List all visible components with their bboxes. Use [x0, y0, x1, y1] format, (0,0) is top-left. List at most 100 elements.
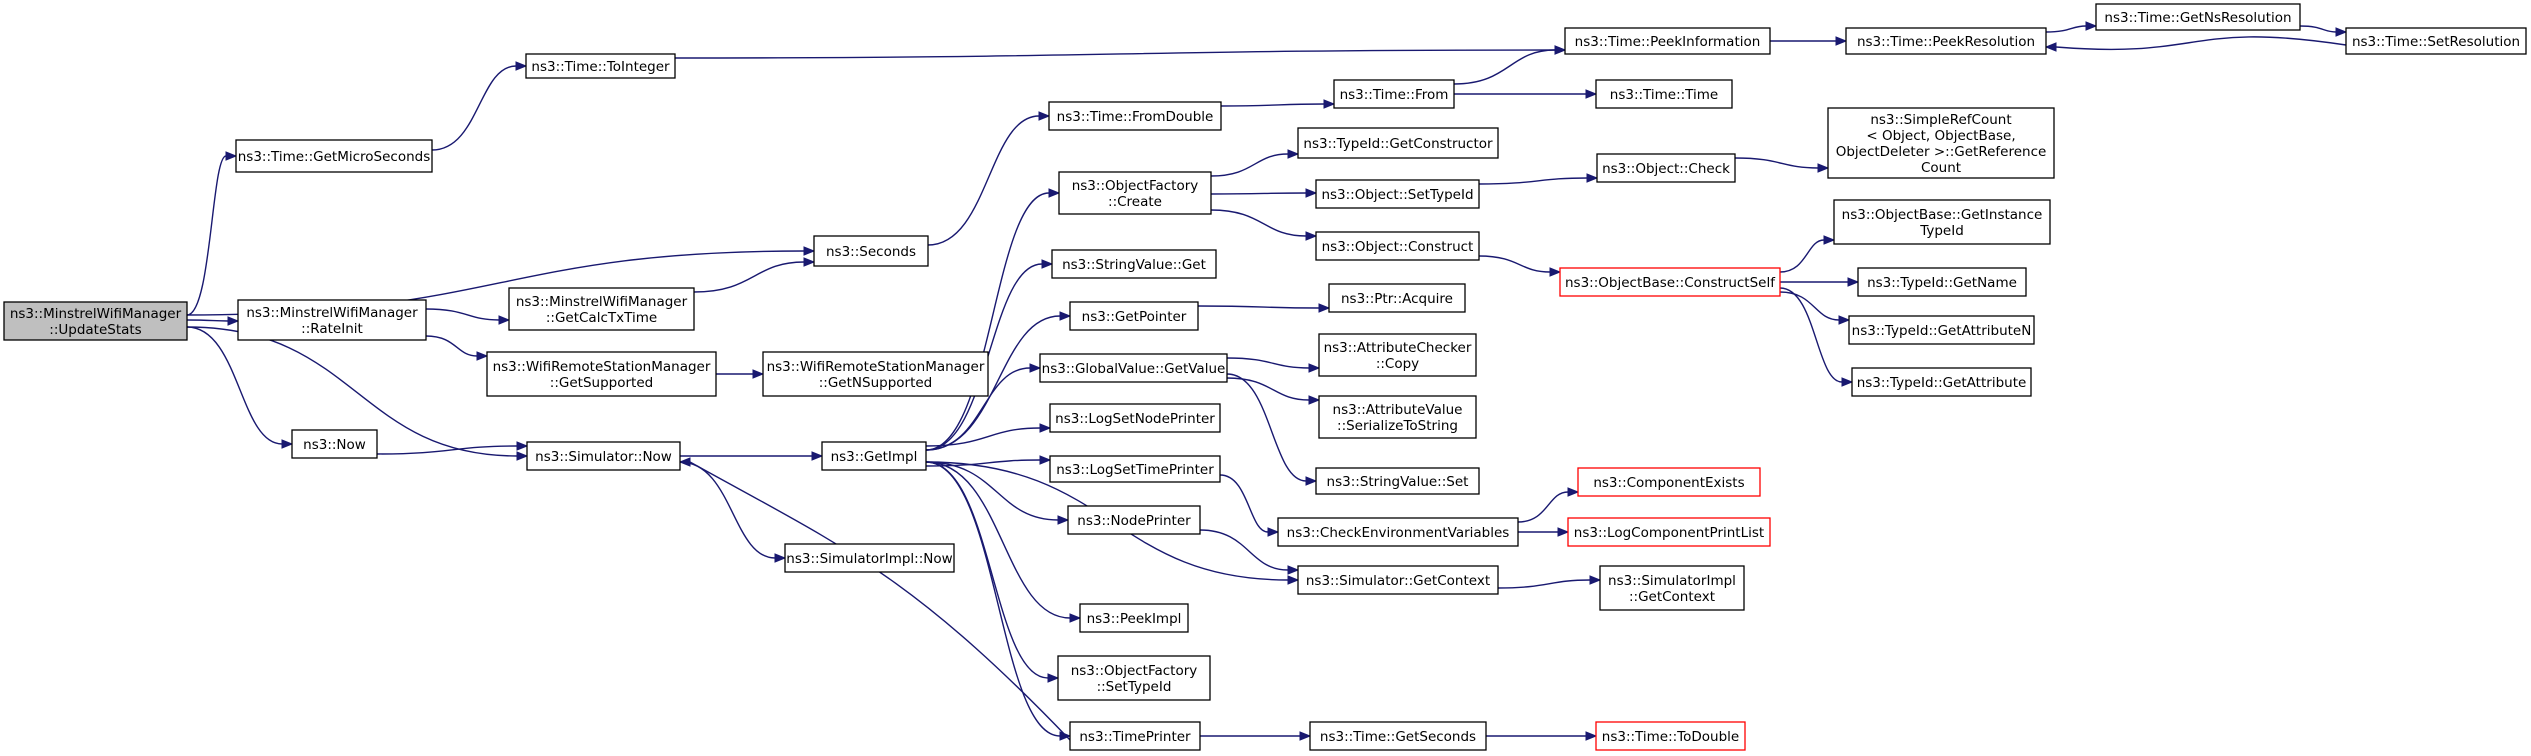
graph-node-stringget[interactable]: ns3::StringValue::Get — [1051, 249, 1217, 279]
node-label: ns3::ComponentExists — [1593, 475, 1744, 491]
graph-node-getconstructor[interactable]: ns3::TypeId::GetConstructor — [1297, 127, 1499, 159]
edge-arrowhead — [774, 553, 787, 563]
edge-getimpl-to-logtimeprinter — [925, 455, 1052, 467]
edge-line — [1779, 239, 1825, 273]
graph-node-logtimeprinter[interactable]: ns3::LogSetTimePrinter — [1049, 455, 1221, 483]
edge-arrowhead — [516, 441, 529, 451]
node-label: ns3::Time::GetSeconds — [1320, 729, 1476, 745]
graph-node-objconstruct[interactable]: ns3::Object::Construct — [1315, 231, 1480, 261]
node-label: Count — [1921, 160, 1961, 176]
edge-line — [1478, 255, 1551, 273]
graph-node-objsettypeid[interactable]: ns3::Object::SetTypeId — [1315, 179, 1480, 209]
graph-node-getcalc[interactable]: ns3::MinstrelWifiManager::GetCalcTxTime — [508, 287, 695, 331]
node-box — [1851, 367, 2032, 397]
node-box — [3, 301, 188, 341]
graph-node-ptracquire[interactable]: ns3::Ptr::Acquire — [1328, 283, 1466, 313]
graph-node-seconds[interactable]: ns3::Seconds — [813, 235, 929, 267]
graph-node-getattribute[interactable]: ns3::TypeId::GetAttribute — [1851, 367, 2032, 397]
node-label: ::GetSupported — [550, 375, 653, 391]
graph-node-nodeprinter[interactable]: ns3::NodePrinter — [1067, 505, 1201, 535]
graph-node-simplerefcount[interactable]: ns3::SimpleRefCount< Object, ObjectBase,… — [1827, 107, 2055, 179]
graph-node-fromdouble[interactable]: ns3::Time::FromDouble — [1048, 101, 1222, 131]
node-box — [1049, 403, 1221, 433]
graph-node-getimpl[interactable]: ns3::GetImpl — [821, 441, 927, 471]
edge-line — [1779, 291, 1840, 321]
edge-arrowhead — [1048, 188, 1061, 198]
graph-node-componentexists[interactable]: ns3::ComponentExists — [1577, 467, 1761, 497]
edge-line — [1497, 579, 1591, 589]
edge-arrowhead — [1069, 613, 1082, 623]
node-label: ns3::StringValue::Set — [1327, 474, 1469, 490]
node-box — [1318, 333, 1477, 377]
graph-node-getname[interactable]: ns3::TypeId::GetName — [1857, 267, 2027, 297]
edge-seconds-to-fromdouble — [927, 111, 1051, 246]
graph-node-constructself[interactable]: ns3::ObjectBase::ConstructSelf — [1559, 267, 1781, 297]
graph-node-checkenv[interactable]: ns3::CheckEnvironmentVariables — [1277, 517, 1519, 547]
edge-getnsres-to-setres — [2299, 25, 2348, 37]
graph-node-rateinit[interactable]: ns3::MinstrelWifiManager::RateInit — [237, 299, 427, 341]
graph-node-ofcreate[interactable]: ns3::ObjectFactory::Create — [1058, 171, 1212, 215]
edge-ofcreate-to-getconstructor — [1210, 149, 1300, 177]
node-box — [1833, 199, 2051, 245]
node-label: ns3::AttributeValue — [1333, 402, 1463, 418]
graph-node-objcheck[interactable]: ns3::Object::Check — [1596, 153, 1736, 183]
edge-line — [1734, 157, 1819, 169]
graph-node-timetime[interactable]: ns3::Time::Time — [1595, 79, 1733, 109]
node-box — [1845, 27, 2047, 55]
graph-node-timeprinter[interactable]: ns3::TimePrinter — [1069, 721, 1201, 751]
edge-peekinfo-to-peekres — [1770, 36, 1848, 46]
graph-node-ofsettypeid[interactable]: ns3::ObjectFactory::SetTypeId — [1057, 655, 1211, 701]
graph-node-lognodeprinter[interactable]: ns3::LogSetNodePrinter — [1049, 403, 1221, 433]
edge-line — [679, 461, 776, 559]
edge-line — [925, 192, 1050, 451]
edge-checkenv-to-componentexists — [1517, 487, 1580, 523]
graph-node-peekimpl[interactable]: ns3::PeekImpl — [1079, 603, 1189, 633]
graph-node-getpointer[interactable]: ns3::GetPointer — [1069, 301, 1199, 331]
graph-node-timefrom[interactable]: ns3::Time::From — [1333, 79, 1455, 109]
edge-arrowhead — [1835, 36, 1848, 46]
graph-node-simimplnow[interactable]: ns3::SimulatorImpl::Now — [784, 543, 955, 573]
node-box — [1599, 565, 1745, 611]
node-label: ns3::StringValue::Get — [1062, 257, 1206, 273]
node-label: ns3::WifiRemoteStationManager — [493, 359, 711, 375]
graph-node-todouble[interactable]: ns3::Time::ToDouble — [1595, 721, 1746, 751]
node-box — [291, 429, 378, 459]
node-label: ns3::WifiRemoteStationManager — [767, 359, 985, 375]
graph-node-simimplgetcontext[interactable]: ns3::SimulatorImpl::GetContext — [1599, 565, 1745, 611]
edge-arrowhead — [1039, 455, 1052, 465]
edge-line — [1226, 373, 1307, 482]
edge-line — [1226, 357, 1310, 369]
graph-node-tointeger[interactable]: ns3::Time::ToInteger — [525, 53, 676, 79]
graph-node-peekinfo[interactable]: ns3::Time::PeekInformation — [1564, 27, 1771, 55]
node-label: ns3::Time::FromDouble — [1057, 109, 1214, 125]
edge-line — [1210, 192, 1307, 195]
node-label: ::GetNSupported — [819, 375, 933, 391]
graph-node-getsupported[interactable]: ns3::WifiRemoteStationManager::GetSuppor… — [486, 351, 717, 397]
graph-node-getnsupported[interactable]: ns3::WifiRemoteStationManager::GetNSuppo… — [762, 351, 989, 397]
graph-node-getnsres[interactable]: ns3::Time::GetNsResolution — [2095, 3, 2301, 31]
graph-node-attrvalueser[interactable]: ns3::AttributeValue::SerializeToString — [1318, 395, 1477, 439]
edge-arrowhead — [1323, 99, 1336, 109]
graph-node-peekres[interactable]: ns3::Time::PeekResolution — [1845, 27, 2047, 55]
edge-arrowhead — [1308, 395, 1321, 405]
node-label: ns3::ObjectFactory — [1072, 178, 1199, 194]
edge-getcalc-to-seconds — [693, 257, 816, 293]
node-label: ns3::Time::SetResolution — [2352, 34, 2520, 50]
graph-node-simnow[interactable]: ns3::Simulator::Now — [526, 441, 681, 471]
edge-arrowhead — [1549, 267, 1562, 277]
graph-node-getmicro[interactable]: ns3::Time::GetMicroSeconds — [235, 139, 433, 173]
node-box — [1039, 353, 1228, 383]
graph-node-gvgetvalue[interactable]: ns3::GlobalValue::GetValue — [1039, 353, 1228, 383]
graph-node-stringset[interactable]: ns3::StringValue::Set — [1315, 467, 1480, 495]
graph-node-getseconds[interactable]: ns3::Time::GetSeconds — [1309, 721, 1487, 751]
graph-node-logcomponentprintlist[interactable]: ns3::LogComponentPrintList — [1567, 517, 1771, 547]
node-label: ns3::MinstrelWifiManager — [10, 306, 182, 322]
graph-node-getattributen[interactable]: ns3::TypeId::GetAttributeN — [1848, 315, 2035, 345]
node-label: ns3::CheckEnvironmentVariables — [1287, 525, 1510, 541]
graph-node-now[interactable]: ns3::Now — [291, 429, 378, 459]
graph-node-attrcheckercopy[interactable]: ns3::AttributeChecker::Copy — [1318, 333, 1477, 377]
graph-node-setres[interactable]: ns3::Time::SetResolution — [2345, 27, 2527, 55]
edge-line — [2055, 36, 2347, 51]
graph-node-simgetcontext[interactable]: ns3::Simulator::GetContext — [1297, 565, 1499, 595]
